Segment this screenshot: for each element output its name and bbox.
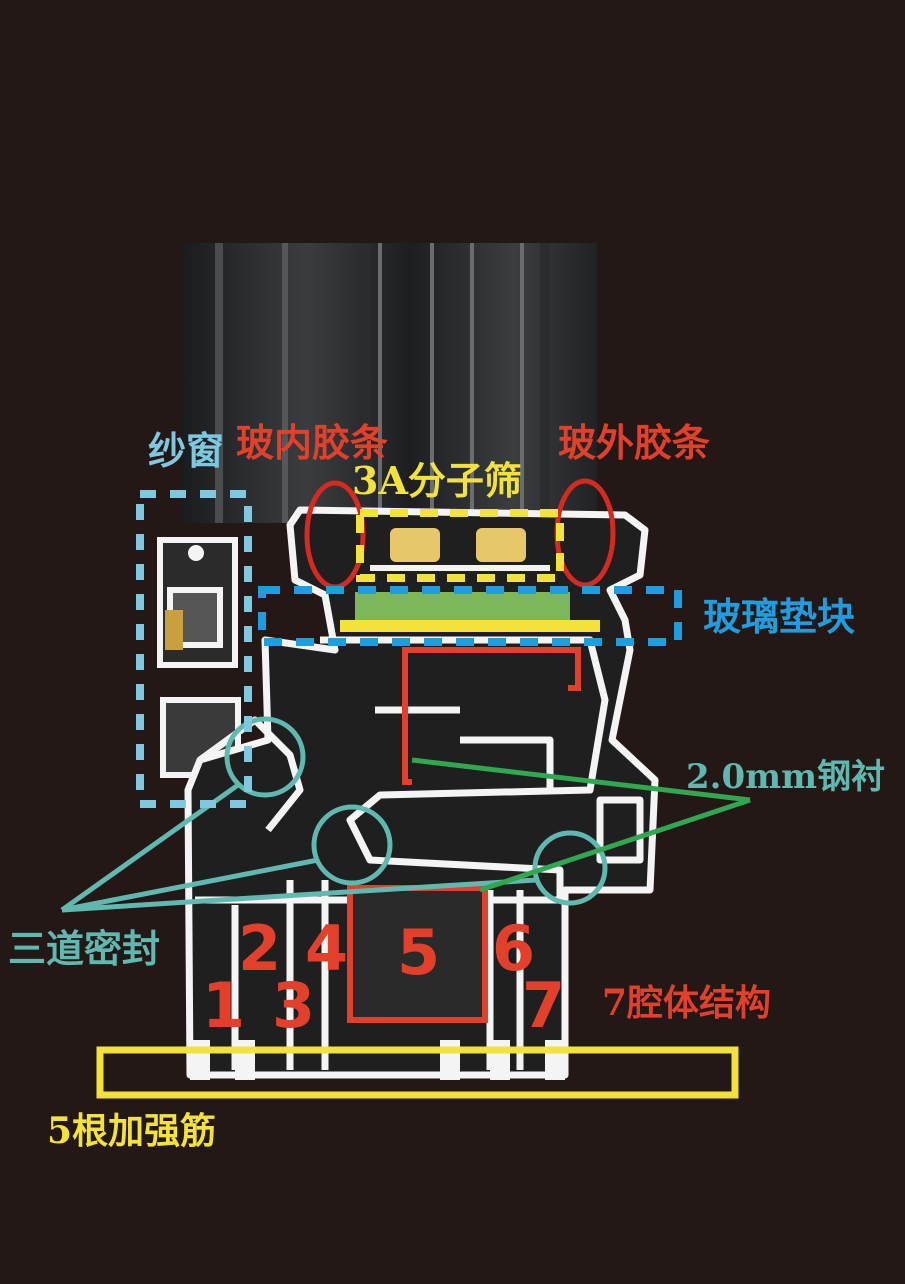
label-seven-chamber: 7腔体结构 xyxy=(602,982,772,1024)
chamber-number-6: 6 xyxy=(492,912,536,985)
label-glass-setting-block: 玻璃垫块 xyxy=(703,594,856,639)
label-steel-lining: 2.0mm钢衬 xyxy=(686,757,886,797)
glass-block-box xyxy=(258,586,682,646)
chamber-number-7: 7 xyxy=(522,969,566,1042)
molecular-sieve-spacers xyxy=(370,528,550,571)
molecular-sieve-box xyxy=(356,509,564,582)
chamber-number-2: 2 xyxy=(238,912,282,985)
chamber-number-1: 1 xyxy=(202,969,246,1042)
screen-window-profile xyxy=(157,537,241,778)
chamber-5-outline xyxy=(347,885,488,1023)
chamber-number-5: 5 xyxy=(397,916,441,989)
seal-circles xyxy=(224,716,608,906)
label-outer-glass-seal: 玻外胶条 xyxy=(558,420,711,465)
glass-setting-block xyxy=(340,592,600,632)
label-triple-seal: 三道密封 xyxy=(8,926,161,971)
label-screen-window: 纱窗 xyxy=(148,428,225,473)
label-inner-glass-seal: 玻内胶条 xyxy=(236,420,389,465)
steel-pointer-lines xyxy=(411,757,751,893)
chamber-number-3: 3 xyxy=(272,969,316,1042)
steel-lining xyxy=(402,647,581,785)
glass-panes xyxy=(182,243,597,543)
ribs-box xyxy=(96,1046,739,1099)
chamber-number-4: 4 xyxy=(305,912,349,985)
label-five-ribs: 5根加强筋 xyxy=(47,1110,217,1152)
label-molecular-sieve: 3A分子筛 xyxy=(352,458,522,503)
